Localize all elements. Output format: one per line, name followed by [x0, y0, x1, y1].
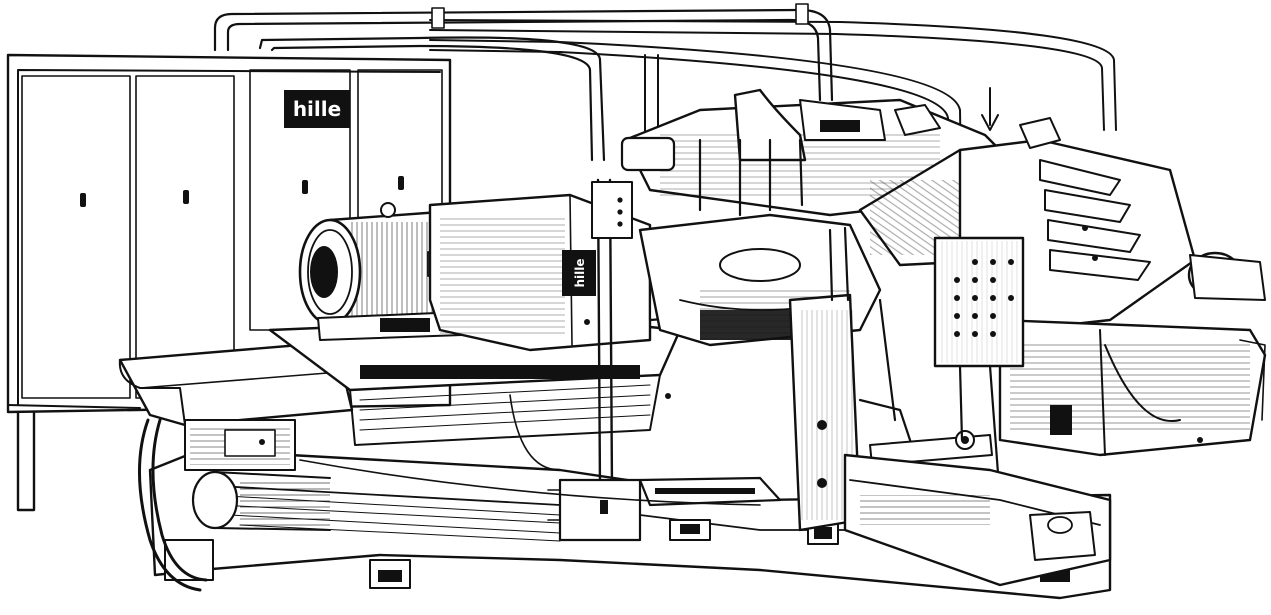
control-pendant-left: [547, 178, 642, 542]
cabinet-logo: hille: [284, 90, 350, 128]
housing-logo-text: hille: [573, 258, 587, 287]
cabinet-door-2: [135, 75, 235, 399]
cabinet-door-1: [21, 75, 131, 399]
outfeed-tray: [843, 453, 1112, 587]
cabinet-logo-text: hille: [293, 97, 341, 121]
button-control-panel: [933, 236, 1025, 502]
right-conveyor-frame: [998, 318, 1267, 457]
housing-fins: [1039, 159, 1151, 281]
hose-loop: [138, 418, 331, 592]
chip-trough: [299, 394, 782, 507]
housing-logo: hille: [562, 250, 596, 296]
frame-edge: [1239, 339, 1266, 421]
work-table: [118, 343, 354, 471]
button-grid: [954, 259, 1014, 337]
